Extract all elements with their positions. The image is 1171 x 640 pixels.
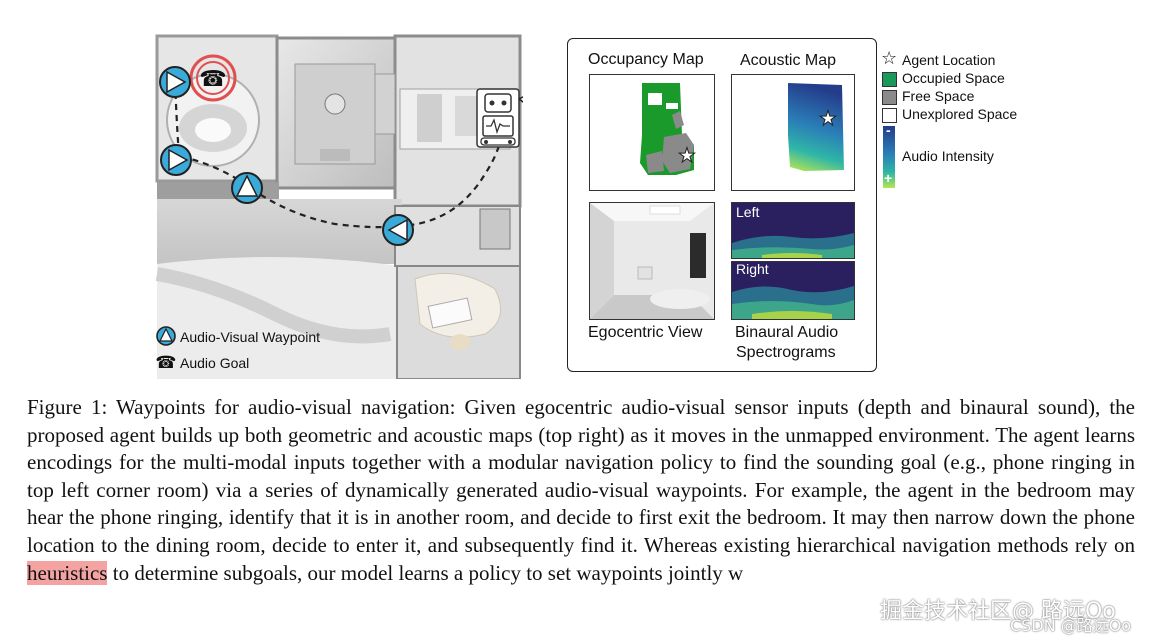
legend-free-space-label: Free Space: [902, 88, 975, 104]
colorbar-plus: +: [884, 170, 893, 186]
phone-legend-icon: ☎: [155, 353, 176, 373]
egocentric-view-image: [589, 202, 715, 320]
acoustic-map: ★: [731, 74, 855, 191]
occupancy-map: ★: [589, 74, 715, 191]
spectrogram-left: Left: [731, 202, 855, 259]
agent-star-icon: ☆: [881, 48, 898, 69]
unexplored-swatch: [882, 108, 897, 123]
floorplan-legend: Audio-Visual Waypoint ☎ Audio Goal: [155, 326, 320, 373]
spectrogram-left-label: Left: [736, 204, 760, 220]
occupied-swatch: [882, 72, 897, 87]
binaural-title-line2: Spectrograms: [736, 344, 836, 361]
colorbar-minus: -: [886, 122, 891, 138]
phone-icon: ☎: [199, 67, 226, 92]
watermark-secondary: CSDN @路远Oo: [1010, 616, 1132, 635]
acoustic-agent-star-icon: ★: [819, 106, 837, 130]
caption-text-tail: to determine subgoals, our model learns …: [107, 560, 744, 585]
legend-unexplored-space-label: Unexplored Space: [902, 106, 1018, 122]
caption-text-main: Figure 1: Waypoints for audio-visual nav…: [27, 395, 1135, 557]
occupancy-map-title: Occupancy Map: [588, 51, 704, 68]
spectrogram-right: Right: [731, 261, 855, 320]
legend-audio-intensity-label: Audio Intensity: [902, 148, 994, 164]
legend-agent-location-label: Agent Location: [902, 52, 996, 68]
hallway: [157, 199, 402, 264]
watermark-primary: 掘金技术社区@ 路远Oo: [880, 599, 1116, 624]
waypoint-3: [231, 172, 263, 204]
acoustic-map-title: Acoustic Map: [740, 52, 837, 69]
robot-agent-icon: [476, 88, 520, 148]
waypoint-2: [160, 144, 192, 176]
waypoint-1: [159, 66, 191, 98]
caption-highlight: heuristics: [27, 560, 108, 585]
audio-goal-marker: ☎: [189, 54, 237, 102]
audio-intensity-colorbar: - +: [883, 122, 895, 188]
spectrogram-right-label: Right: [736, 261, 769, 277]
egocentric-view-title: Egocentric View: [588, 324, 703, 341]
navigation-path: [173, 81, 505, 229]
goal-legend-label: Audio Goal: [180, 355, 249, 371]
floor-plan-illustration: ☎ Audio-Visual Waypoint ☎ Audio Goal: [155, 34, 523, 379]
figure-caption: Figure 1: Waypoints for audio-visual nav…: [27, 394, 1135, 587]
occupancy-agent-star-icon: ★: [678, 143, 696, 167]
waypoint-4: [382, 214, 414, 246]
binaural-title-line1: Binaural Audio: [735, 324, 839, 341]
legend-occupied-space-label: Occupied Space: [902, 70, 1005, 86]
sensor-inset-panel: Occupancy Map Acoustic Map ★: [567, 38, 877, 372]
free-swatch: [882, 90, 897, 105]
waypoint-legend-label: Audio-Visual Waypoint: [180, 329, 320, 345]
